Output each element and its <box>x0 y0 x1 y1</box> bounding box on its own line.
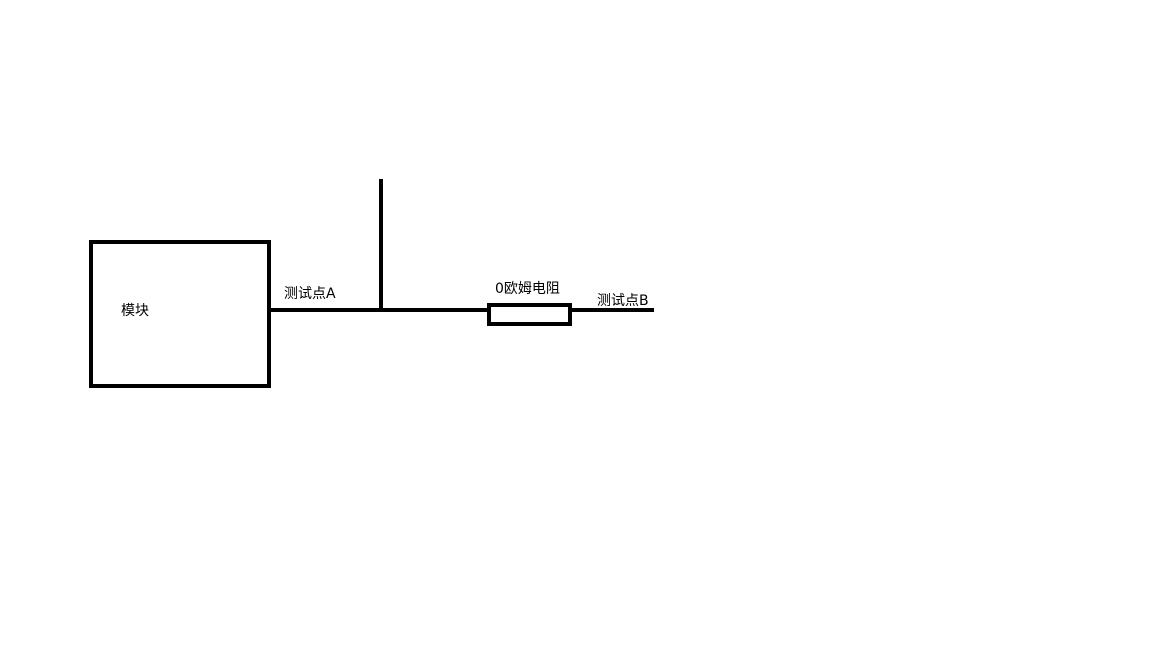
resistor-symbol <box>487 303 572 326</box>
module-box <box>89 240 271 388</box>
test-point-a-label: 测试点A <box>284 286 336 302</box>
module-label: 模块 <box>121 303 149 319</box>
resistor-label: 0欧姆电阻 <box>495 281 560 297</box>
test-point-b-label: 测试点B <box>597 293 649 309</box>
